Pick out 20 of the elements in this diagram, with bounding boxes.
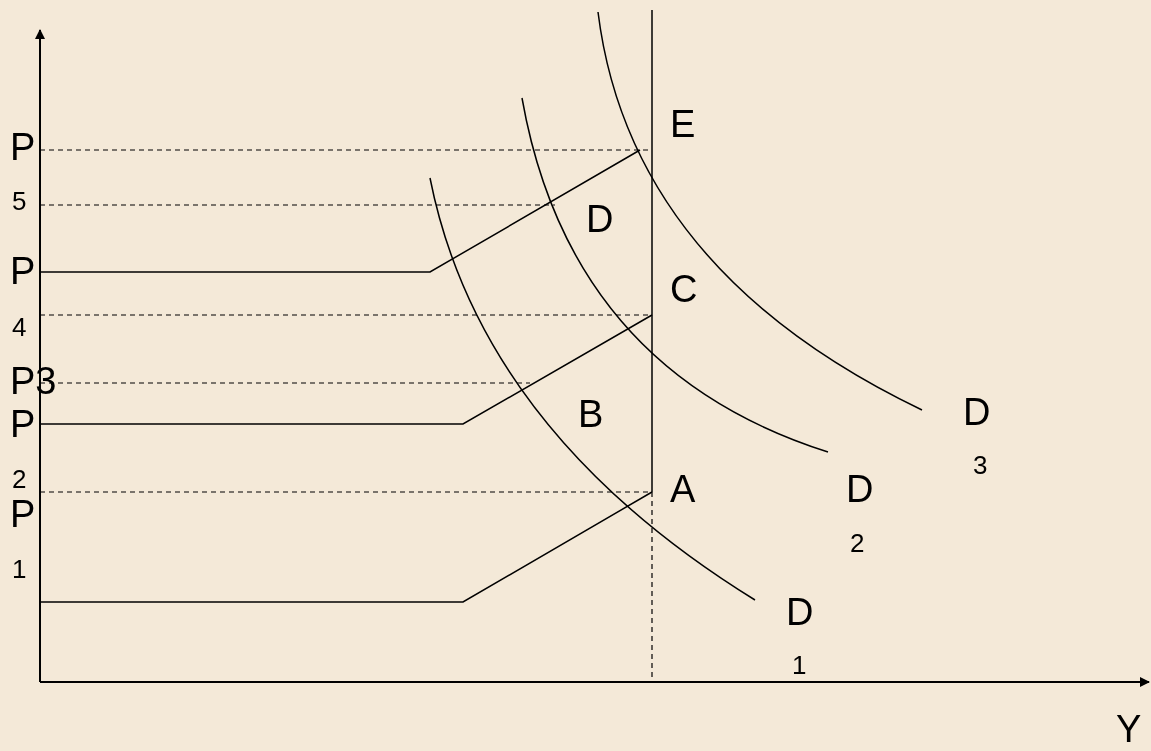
curve-label: 2 (850, 530, 865, 556)
axis-label: P (10, 252, 36, 290)
point-label: A (670, 470, 696, 508)
axis-label: 5 (12, 188, 27, 214)
axis-label: 2 (12, 466, 27, 492)
axis-label: P (10, 128, 36, 166)
axis-label: 1 (12, 556, 27, 582)
point-label: C (670, 270, 698, 308)
curve-label: D (786, 593, 814, 631)
curve-label: D (963, 393, 991, 431)
curve-label: 3 (973, 452, 988, 478)
axis-label: Y (1116, 710, 1142, 748)
curve-label: D (846, 470, 874, 508)
point-label: D (586, 200, 614, 238)
point-label: E (670, 105, 696, 143)
point-label: B (578, 395, 604, 433)
axis-label: P (10, 405, 36, 443)
axis-label: P (10, 495, 36, 533)
curve-label: 1 (792, 652, 807, 678)
axis-label: 4 (12, 314, 27, 340)
